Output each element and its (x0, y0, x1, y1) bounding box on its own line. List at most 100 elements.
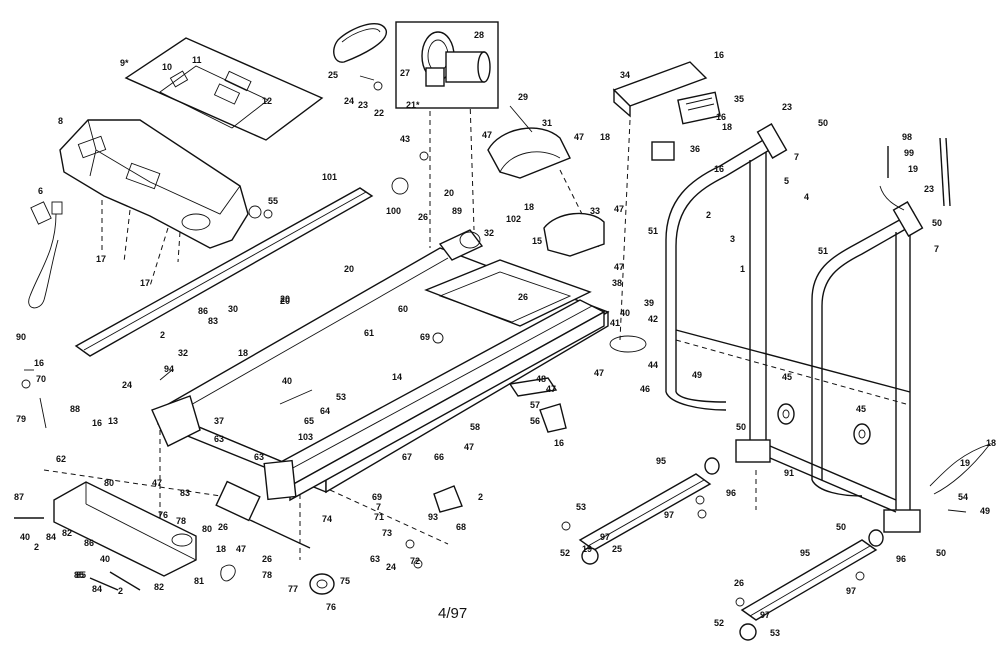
part-callout-55: 55 (268, 196, 278, 206)
part-callout-91: 91 (784, 468, 794, 478)
small-hardware (21, 75, 967, 607)
part-callout-32: 32 (178, 348, 188, 358)
part-callout-40: 40 (20, 532, 30, 542)
part-callout-72: 72 (410, 556, 420, 566)
part-callout-23: 23 (358, 100, 368, 110)
part-callout-47: 47 (236, 544, 246, 554)
part-callout-47: 47 (614, 204, 624, 214)
part-callout-19: 19 (582, 544, 592, 554)
part-callout-25: 25 (612, 544, 622, 554)
part-callout-50: 50 (836, 522, 846, 532)
part-callout-61: 61 (364, 328, 374, 338)
part-callout-8: 8 (58, 116, 63, 126)
part-callout-51: 51 (648, 226, 658, 236)
part-callout-2: 2 (478, 492, 483, 502)
speed-sensor-cover (543, 212, 605, 257)
part-callout-63: 63 (254, 452, 264, 462)
part-callout-48: 48 (536, 374, 546, 384)
part-callout-82: 82 (62, 528, 72, 538)
part-callout-97: 97 (600, 532, 610, 542)
part-callout-18: 18 (216, 544, 226, 554)
part-callout-97: 97 (664, 510, 674, 520)
part-callout-2: 2 (34, 542, 39, 552)
part-callout-16: 16 (714, 50, 724, 60)
part-callout-26: 26 (734, 578, 744, 588)
part-callout-36: 36 (690, 144, 700, 154)
upright-wheels (777, 403, 871, 445)
part-callout-27: 27 (400, 68, 410, 78)
part-callout-22: 22 (374, 108, 384, 118)
part-callout-23: 23 (782, 102, 792, 112)
part-callout-2: 2 (706, 210, 711, 220)
part-callout-46: 46 (640, 384, 650, 394)
part-callout-20: 20 (280, 294, 290, 304)
part-callout-25: 25 (328, 70, 338, 80)
part-callout-82: 82 (154, 582, 164, 592)
part-callout-30: 30 (228, 304, 238, 314)
part-callout-98: 98 (902, 132, 912, 142)
part-callout-43: 43 (400, 134, 410, 144)
part-callout-16: 16 (716, 112, 726, 122)
console-overlay-panel (124, 37, 324, 141)
part-callout-1: 1 (740, 264, 745, 274)
part-callout-87: 87 (14, 492, 24, 502)
part-callout-80: 80 (104, 478, 114, 488)
part-callout-78: 78 (176, 516, 186, 526)
console-screws (101, 200, 273, 287)
console-housing (59, 119, 249, 249)
rear-feet (14, 517, 141, 591)
part-callout-69: 69 (420, 332, 430, 342)
part-callout-96: 96 (726, 488, 736, 498)
part-callout-71: 71 (374, 512, 384, 522)
part-callout-96: 96 (896, 554, 906, 564)
part-callout-60: 60 (398, 304, 408, 314)
part-callout-20: 20 (444, 188, 454, 198)
part-callout-24: 24 (344, 96, 354, 106)
part-callout-56: 56 (530, 416, 540, 426)
part-callout-52: 52 (560, 548, 570, 558)
part-callout-50: 50 (936, 548, 946, 558)
part-callout-17: 17 (140, 278, 150, 288)
part-callout-18: 18 (986, 438, 996, 448)
part-callout-90: 90 (16, 332, 26, 342)
part-callout-77: 77 (288, 584, 298, 594)
part-callout-81: 81 (194, 576, 204, 586)
part-callout-47: 47 (614, 262, 624, 272)
part-callout-62: 62 (56, 454, 66, 464)
part-callout-7: 7 (376, 502, 381, 512)
part-callout-53: 53 (770, 628, 780, 638)
upright-post-1 (735, 152, 771, 510)
part-callout-21-star: 21* (406, 100, 420, 110)
part-callout-2: 2 (118, 586, 123, 596)
part-callout-68: 68 (456, 522, 466, 532)
part-callout-41: 41 (610, 318, 620, 328)
part-callout-13: 13 (108, 416, 118, 426)
part-callout-85: 85 (76, 570, 86, 580)
pulse-sensor-wire (28, 201, 63, 309)
part-callout-11: 11 (192, 55, 202, 65)
rear-base (53, 481, 197, 577)
part-callout-64: 64 (320, 406, 330, 416)
part-callout-49: 49 (692, 370, 702, 380)
part-callout-18: 18 (722, 122, 732, 132)
front-roller (438, 229, 484, 261)
motor-hood (487, 127, 571, 179)
part-callout-52: 52 (714, 618, 724, 628)
part-callout-84: 84 (92, 584, 102, 594)
part-callout-70: 70 (36, 374, 46, 384)
part-callout-67: 67 (402, 452, 412, 462)
motor-detail-box (395, 21, 499, 109)
part-callout-19: 19 (960, 458, 970, 468)
part-callout-26: 26 (418, 212, 428, 222)
part-callout-95: 95 (800, 548, 810, 558)
part-callout-45: 45 (856, 404, 866, 414)
part-callout-57: 57 (530, 400, 540, 410)
part-callout-9-star: 9* (120, 58, 129, 68)
part-callout-12: 12 (262, 96, 272, 106)
part-callout-7: 7 (794, 152, 799, 162)
part-callout-73: 73 (382, 528, 392, 538)
part-callout-35: 35 (734, 94, 744, 104)
part-callout-34: 34 (620, 70, 630, 80)
part-callout-54: 54 (958, 492, 968, 502)
